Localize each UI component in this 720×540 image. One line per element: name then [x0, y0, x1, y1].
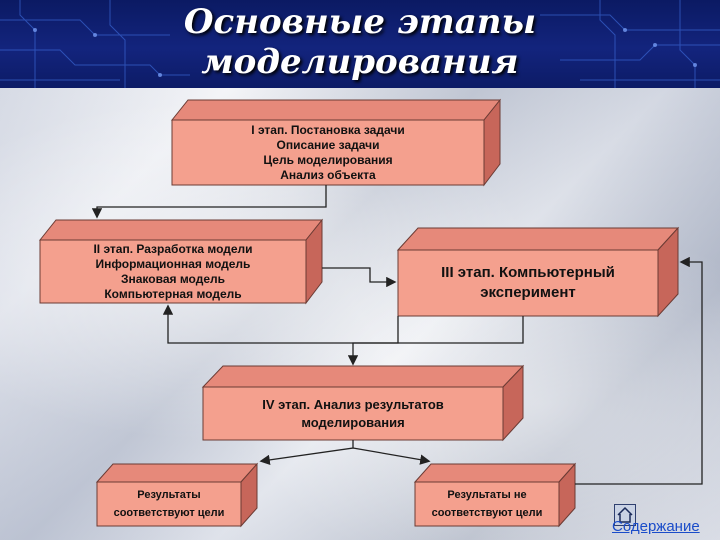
- stage2-line-3: Знаковая модель: [120, 271, 226, 286]
- stage3-box: [396, 226, 680, 318]
- stage1-line-1: I этап. Постановка задачи: [251, 122, 405, 137]
- arrow-stage2-to-stage3: [322, 267, 397, 288]
- arrow-stage3-to-stage2: [162, 304, 399, 344]
- result-fail-line-1: Результаты не: [447, 489, 527, 501]
- result-ok-line-2: соответствуют цели: [113, 507, 225, 519]
- stage2-line-2: Информационная модель: [95, 256, 251, 271]
- title-line-2: моделирования: [201, 42, 519, 82]
- arrow-stage4-to-fail: [352, 447, 431, 465]
- stage2-text: II этап. Разработка модели Информационна…: [40, 240, 306, 303]
- arrow-stage4-to-ok: [259, 440, 354, 466]
- circuit-pattern: [0, 0, 720, 88]
- stage4-box: [201, 364, 525, 442]
- stage1-text: I этап. Постановка задачи Описание задач…: [172, 120, 484, 185]
- contents-link-label[interactable]: Содержание: [612, 518, 700, 535]
- contents-link[interactable]: Содержание: [612, 502, 720, 538]
- stage4-line-2: моделирования: [301, 414, 405, 430]
- stage1-line-4: Анализ объекта: [280, 167, 376, 182]
- result-fail-line-2: соответствуют цели: [431, 507, 543, 519]
- stage1-line-2: Описание задачи: [276, 137, 380, 152]
- title-banner: Основные этапы моделирования: [0, 0, 720, 88]
- stage3-line-1: III этап. Компьютерный: [441, 264, 615, 281]
- stage3-line-2: эксперимент: [480, 284, 576, 301]
- stage2-line-4: Компьютерная модель: [104, 286, 242, 301]
- stage3-text: III этап. Компьютерный эксперимент: [398, 250, 658, 316]
- arrow-stage1-to-stage2: [91, 185, 327, 219]
- stage1-line-3: Цель моделирования: [263, 152, 393, 167]
- result-fail-text: Результаты не соответствуют цели: [415, 482, 559, 526]
- page-title: Основные этапы моделирования: [0, 2, 720, 82]
- stage4-line-1: IV этап. Анализ результатов: [262, 396, 444, 412]
- stage2-line-1: II этап. Разработка модели: [93, 241, 253, 256]
- arrow-stage3-to-stage4: [347, 316, 524, 366]
- result-ok-box: [95, 462, 259, 528]
- title-line-1: Основные этапы: [183, 2, 537, 42]
- stage1-box: [170, 98, 502, 187]
- connectors: [91, 185, 703, 485]
- stage2-box: [38, 218, 324, 305]
- result-fail-box: [413, 462, 577, 528]
- result-ok-line-1: Результаты: [137, 489, 201, 501]
- stage4-text: IV этап. Анализ результатов моделировани…: [203, 387, 503, 440]
- result-ok-text: Результаты соответствуют цели: [97, 482, 241, 526]
- home-icon[interactable]: [614, 504, 636, 526]
- arrow-fail-to-stage3: [575, 256, 703, 485]
